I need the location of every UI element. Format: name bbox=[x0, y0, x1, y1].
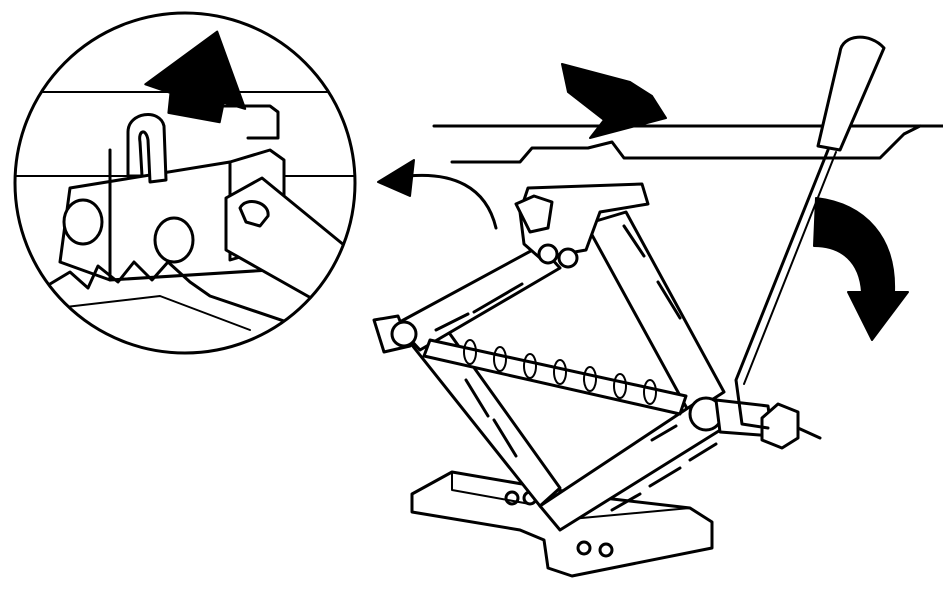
curved-clockwise-arrow-icon bbox=[813, 197, 909, 341]
thread bbox=[643, 379, 657, 405]
slot bbox=[648, 466, 682, 488]
base-edge bbox=[39, 295, 251, 331]
arm-upper-left bbox=[394, 244, 562, 352]
saddle-hook-main bbox=[514, 194, 554, 234]
slot bbox=[650, 424, 678, 442]
crank-rod bbox=[734, 148, 830, 430]
pin-right bbox=[153, 216, 195, 264]
crank-grip bbox=[816, 35, 886, 152]
vehicle-frame bbox=[432, 124, 943, 164]
slot bbox=[472, 282, 524, 314]
thread bbox=[493, 346, 507, 372]
slot bbox=[492, 418, 518, 458]
saddle-pin-right bbox=[557, 247, 579, 269]
slot bbox=[464, 378, 490, 418]
slot bbox=[656, 280, 682, 320]
base-hole-a bbox=[576, 540, 592, 556]
hex-nut bbox=[760, 402, 800, 450]
base-teeth bbox=[38, 260, 342, 342]
screw-threads bbox=[463, 339, 657, 405]
saddle-hook bbox=[126, 113, 168, 184]
inset-circle bbox=[13, 11, 357, 355]
slot bbox=[610, 492, 642, 512]
thread bbox=[463, 339, 477, 365]
detail-inset bbox=[13, 11, 357, 355]
saddle-pin-left bbox=[537, 243, 559, 265]
curved-left-arrow-shaft bbox=[406, 173, 498, 230]
thread bbox=[523, 353, 537, 379]
down-right-arrow-icon bbox=[561, 63, 667, 139]
up-arrow-icon bbox=[144, 30, 247, 124]
arm-upper-right bbox=[584, 210, 726, 416]
base-flange bbox=[451, 471, 531, 505]
frame-bottom-line bbox=[450, 124, 922, 164]
slot bbox=[688, 442, 718, 462]
screw-tip bbox=[796, 426, 822, 440]
thread bbox=[583, 366, 597, 392]
pin-left bbox=[62, 198, 104, 246]
pinch-weld bbox=[198, 104, 280, 140]
arm-segment bbox=[224, 176, 352, 322]
thread bbox=[553, 359, 567, 385]
scissor-jack bbox=[372, 35, 886, 578]
curved-left-arrow-icon bbox=[377, 159, 415, 197]
thread bbox=[613, 373, 627, 399]
slot bbox=[622, 224, 646, 258]
arm-slots bbox=[434, 224, 718, 512]
slot bbox=[434, 312, 470, 332]
crank-rod-edge bbox=[743, 151, 837, 385]
base-hole-b bbox=[598, 542, 614, 558]
left-pivot-pin bbox=[390, 320, 418, 348]
base-hole-left bbox=[504, 490, 520, 506]
arm-slot bbox=[238, 200, 270, 228]
